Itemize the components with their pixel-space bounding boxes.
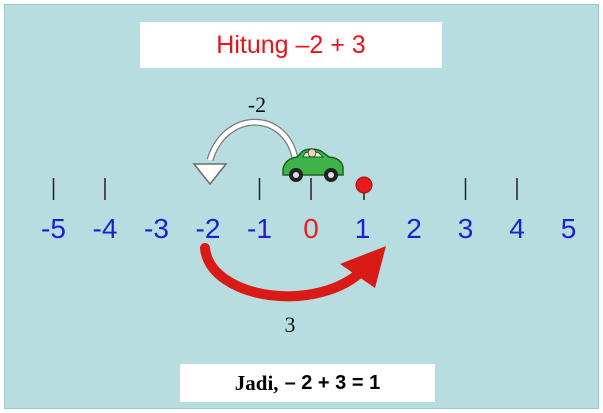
number-label: -3 (144, 213, 169, 244)
page-title: Hitung –2 + 3 (216, 30, 366, 59)
number-label: 3 (458, 213, 474, 244)
number-label: -2 (196, 213, 221, 244)
number-label: 0 (303, 213, 319, 244)
forward-arrow-head-icon (340, 246, 386, 288)
number-label: 2 (406, 213, 422, 244)
number-label: -4 (93, 213, 118, 244)
second-step-label: 3 (285, 312, 296, 337)
conclusion-box: Jadi, – 2 + 3 = 1 (180, 364, 435, 402)
number-label: -5 (41, 213, 66, 244)
red-pin-icon (355, 176, 373, 200)
number-label: -1 (247, 213, 272, 244)
back-arrow (192, 118, 299, 186)
number-label: 1 (355, 213, 371, 244)
number-label: 5 (561, 213, 577, 244)
first-step-label: -2 (248, 92, 266, 117)
number-labels: -5 -4 -3 -2 -1 0 1 2 3 4 5 (41, 213, 576, 244)
title-box: Hitung –2 + 3 (140, 22, 442, 68)
conclusion-expression: – 2 + 3 = 1 (284, 371, 381, 394)
toy-car-icon (282, 148, 344, 182)
back-arrow-head-icon (192, 163, 228, 186)
conclusion-lead: Jadi, (234, 370, 279, 395)
number-label: 4 (509, 213, 525, 244)
tick-marks (52, 178, 518, 200)
diagram-background (4, 4, 599, 409)
forward-arrow (200, 243, 386, 302)
